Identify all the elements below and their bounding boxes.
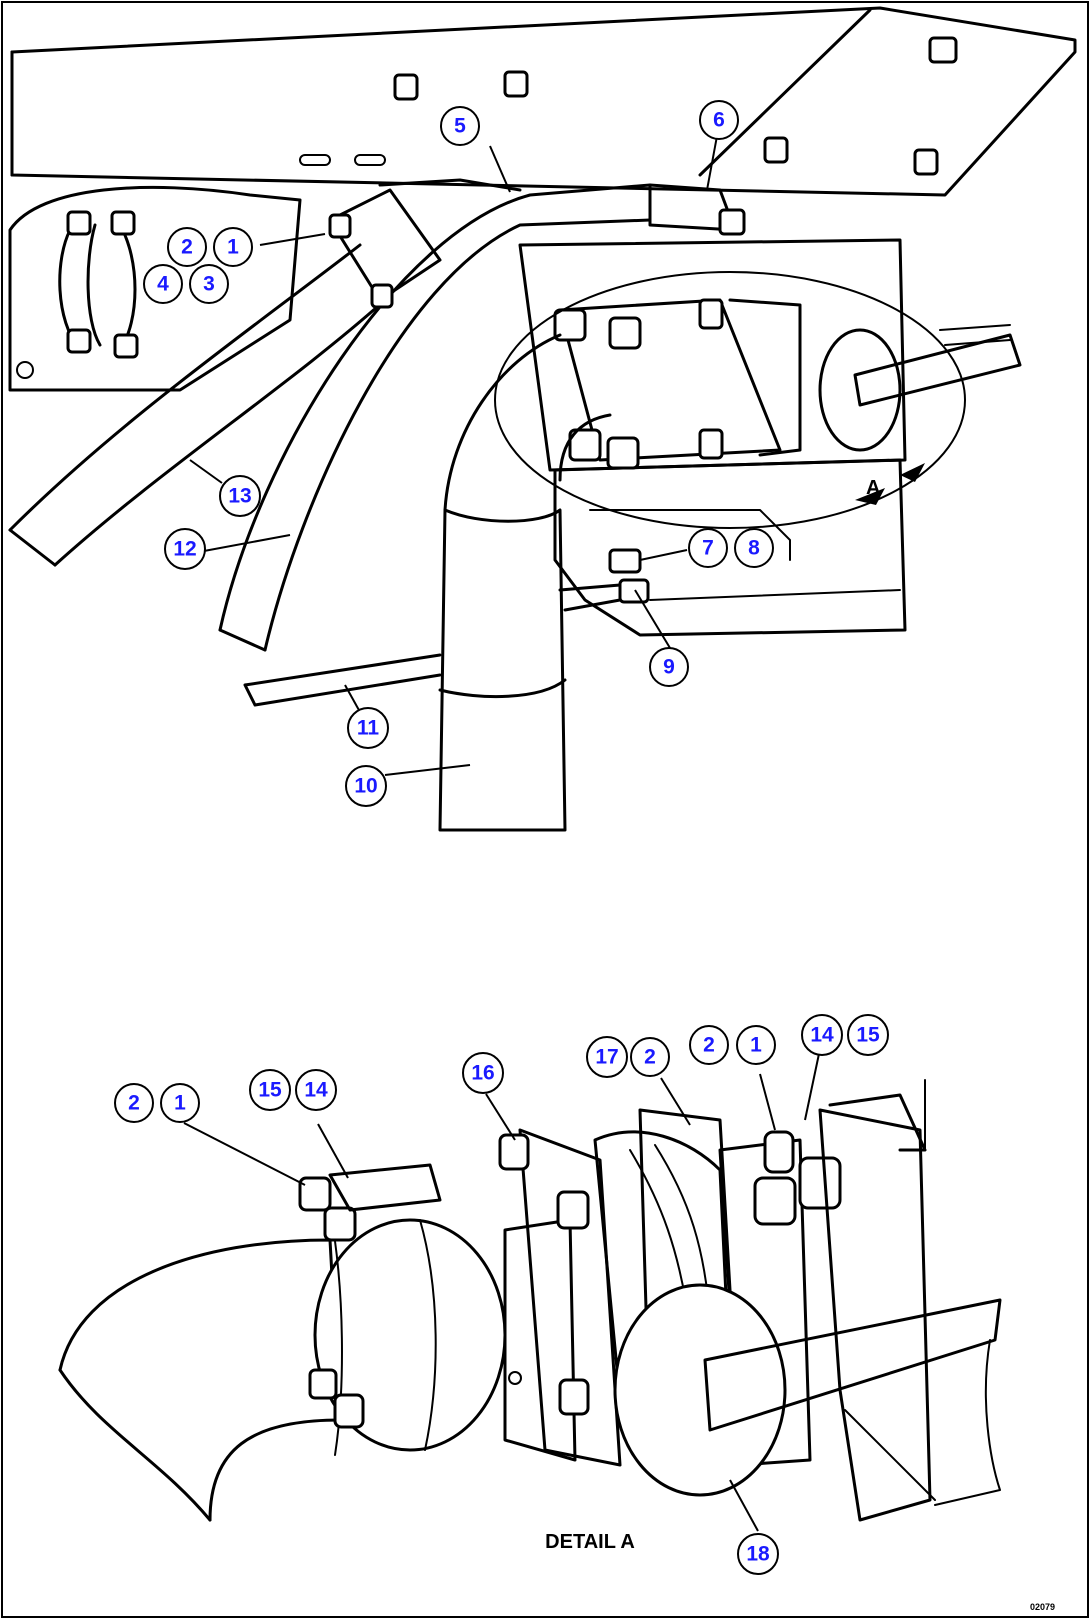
svg-text:2: 2 xyxy=(703,1034,715,1057)
main-assembly-illustration: A xyxy=(8,6,1077,832)
svg-text:6: 6 xyxy=(713,109,725,132)
callout-11: 11 xyxy=(347,707,389,749)
callout-2: 2 xyxy=(630,1037,670,1077)
svg-text:3: 3 xyxy=(203,273,215,296)
svg-text:10: 10 xyxy=(354,775,377,798)
callout-7: 7 xyxy=(688,528,728,568)
detail-title: DETAIL A xyxy=(545,1531,635,1553)
callout-15: 15 xyxy=(847,1014,889,1056)
callout-1: 1 xyxy=(160,1083,200,1123)
callout-16: 16 xyxy=(462,1052,504,1094)
elbow-pipe xyxy=(438,333,612,832)
callout-13: 13 xyxy=(219,475,261,517)
callout-2: 2 xyxy=(689,1025,729,1065)
left-clamp xyxy=(16,210,139,379)
callouts: 5 6 2 1 4 3 13 12 7 8 9 11 10 2 1 15 14 … xyxy=(114,100,889,1575)
plate-bolts xyxy=(299,36,958,176)
svg-text:5: 5 xyxy=(454,115,466,138)
svg-text:8: 8 xyxy=(748,537,760,560)
valve-body xyxy=(553,298,1022,470)
svg-text:18: 18 xyxy=(746,1543,770,1566)
svg-text:16: 16 xyxy=(471,1062,494,1085)
drawing-code: 02079 xyxy=(1030,1602,1055,1612)
leader-lines xyxy=(183,135,821,1532)
svg-text:14: 14 xyxy=(810,1024,834,1047)
callout-14: 14 xyxy=(801,1014,843,1056)
svg-text:7: 7 xyxy=(702,537,714,560)
callout-2: 2 xyxy=(114,1083,154,1123)
callout-5: 5 xyxy=(440,106,480,146)
svg-text:1: 1 xyxy=(174,1092,186,1115)
svg-text:2: 2 xyxy=(181,236,193,259)
svg-text:17: 17 xyxy=(595,1046,618,1069)
fittings xyxy=(558,548,650,612)
svg-text:15: 15 xyxy=(258,1079,282,1102)
callout-2: 2 xyxy=(167,227,207,267)
hose-fitting xyxy=(328,178,746,309)
callout-9: 9 xyxy=(649,647,689,687)
svg-text:13: 13 xyxy=(228,485,251,508)
detail-a-illustration: DETAIL A 02079 xyxy=(58,1079,1055,1612)
callout-4: 4 xyxy=(143,264,183,304)
svg-text:2: 2 xyxy=(644,1046,656,1069)
view-arrows: A xyxy=(855,463,925,505)
callout-12: 12 xyxy=(164,528,206,570)
svg-text:14: 14 xyxy=(304,1079,328,1102)
callout-10: 10 xyxy=(345,765,387,807)
callout-17: 17 xyxy=(586,1036,628,1078)
detail-a-circle xyxy=(494,271,966,529)
callout-6: 6 xyxy=(699,100,739,140)
svg-text:15: 15 xyxy=(856,1024,880,1047)
callout-1: 1 xyxy=(736,1025,776,1065)
callout-15: 15 xyxy=(249,1069,291,1111)
svg-text:4: 4 xyxy=(157,273,169,296)
callout-8: 8 xyxy=(734,528,774,568)
callout-3: 3 xyxy=(189,264,229,304)
svg-text:12: 12 xyxy=(173,538,196,561)
callout-1: 1 xyxy=(213,227,253,267)
svg-text:11: 11 xyxy=(357,717,380,740)
svg-text:1: 1 xyxy=(227,236,239,259)
callout-14: 14 xyxy=(295,1069,337,1111)
view-letter: A xyxy=(866,477,880,499)
callout-18: 18 xyxy=(737,1533,779,1575)
svg-text:1: 1 xyxy=(750,1034,762,1057)
svg-text:9: 9 xyxy=(663,656,675,679)
svg-text:2: 2 xyxy=(128,1092,140,1115)
